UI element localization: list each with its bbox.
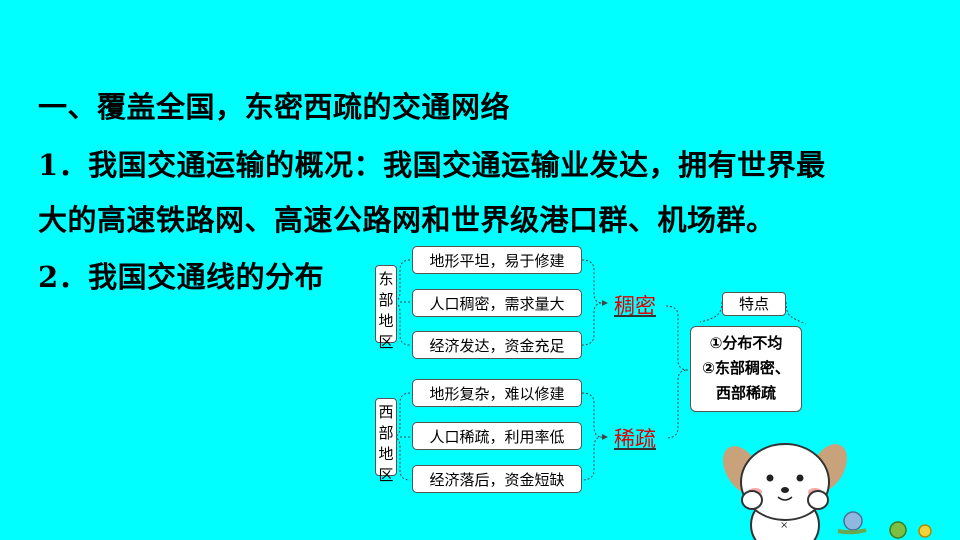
feature-item-1: ①分布不均 — [709, 334, 783, 352]
east-result-dense: 稠密 — [614, 294, 656, 318]
west-factor-terrain: 地形复杂，难以修建 — [412, 379, 582, 407]
section-heading: 一、覆盖全国，东密西疏的交通网络 — [38, 90, 511, 124]
point-2-title: 2．我国交通线的分布 — [38, 260, 325, 294]
feature-title: 特点 — [722, 292, 786, 316]
east-region-label: 东部地区 — [375, 265, 397, 351]
feature-box: ①分布不均 ②东部稠密、 西部稀疏 — [690, 326, 802, 412]
west-region-label: 西部地区 — [375, 398, 397, 484]
feature-item-2: ②东部稠密、 — [702, 359, 790, 377]
point-1-line-2: 大的高速铁路网、高速公路网和世界级港口群、机场群。 — [38, 203, 776, 237]
west-factor-population: 人口稀疏，利用率低 — [412, 422, 582, 450]
east-factor-economy: 经济发达，资金充足 — [412, 331, 582, 359]
east-factor-population: 人口稠密，需求量大 — [412, 289, 582, 317]
east-factor-terrain: 地形平坦，易于修建 — [412, 246, 582, 274]
west-result-sparse: 稀疏 — [614, 427, 656, 451]
feature-item-3: 西部稀疏 — [715, 384, 776, 402]
west-factor-economy: 经济落后，资金短缺 — [412, 465, 582, 493]
svg-text:×: × — [780, 520, 788, 531]
point-1-line-1: 1．我国交通运输的概况：我国交通运输业发达，拥有世界最 — [38, 148, 826, 182]
